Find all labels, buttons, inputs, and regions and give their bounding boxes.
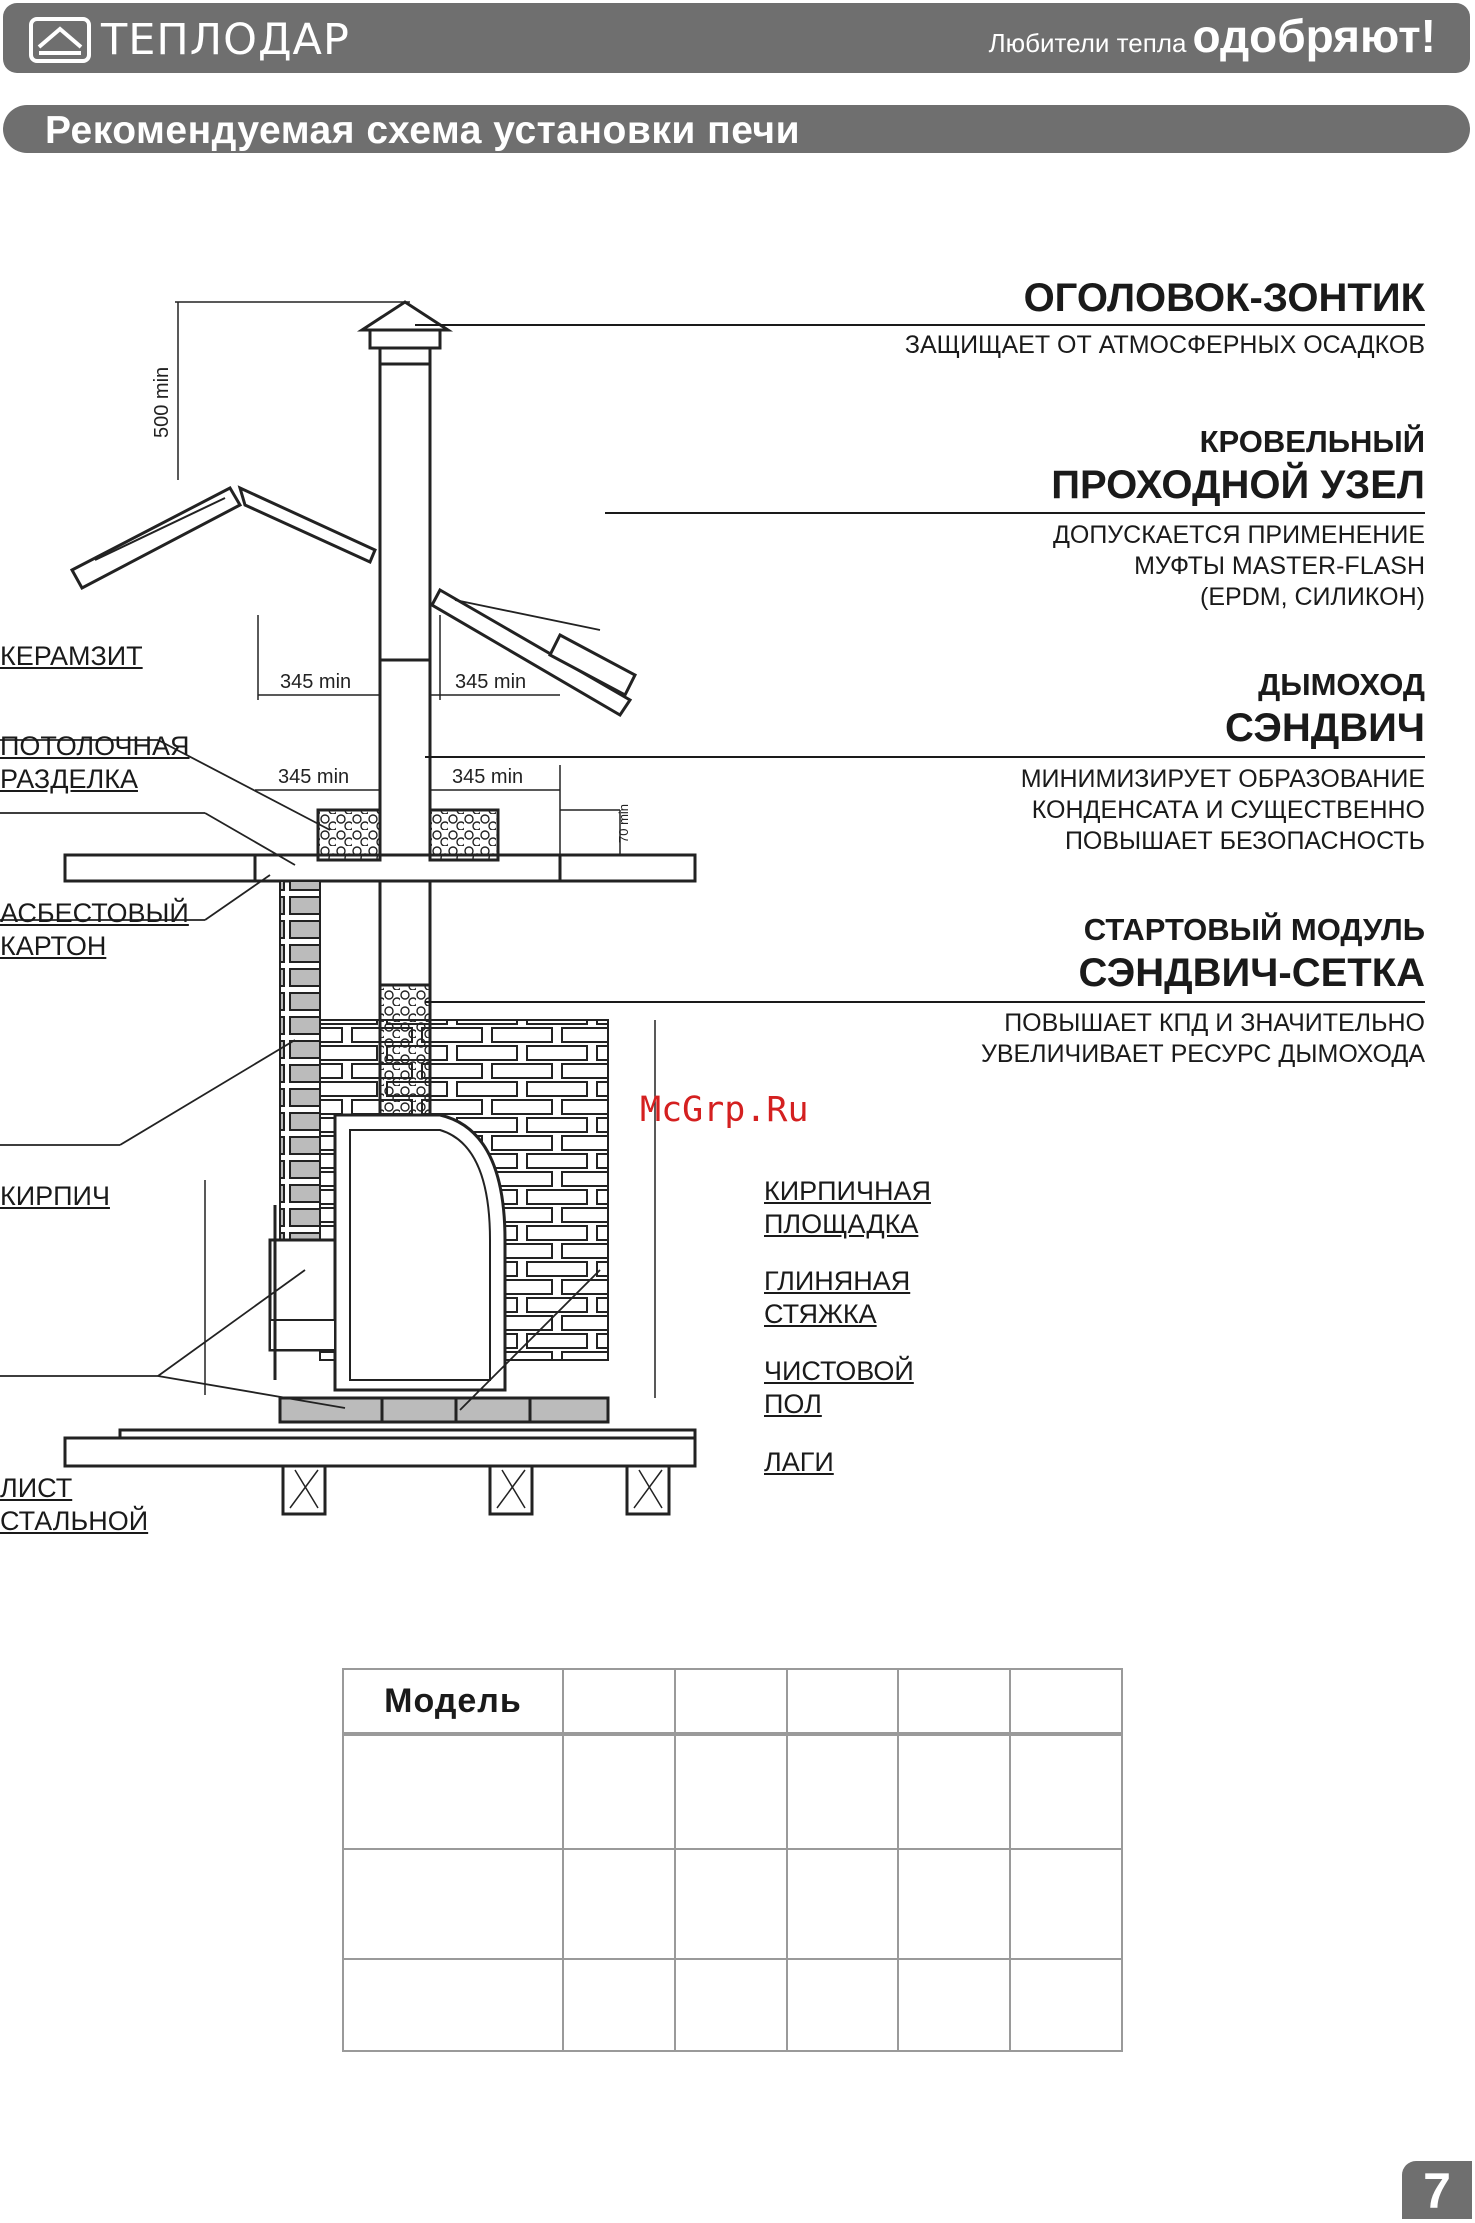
component-chimney-subtitle: ДЫМОХОД (1258, 667, 1425, 702)
label-brick-platform-1: КИРПИЧНАЯ (764, 1176, 931, 1206)
table-cell (562, 1848, 676, 1960)
table-cell (1009, 1848, 1123, 1960)
table-cell (342, 1848, 564, 1960)
logo-text: ТЕПЛОДАР (101, 15, 350, 65)
ceiling (63, 808, 697, 883)
component-roof-title: ПРОХОДНОЙ УЗЕЛ (1051, 463, 1425, 507)
component-cap-rule (415, 324, 1425, 326)
table-cell (673, 1958, 788, 2052)
component-cap-title: ОГОЛОВОК-ЗОНТИК (1023, 276, 1425, 320)
label-finish-floor-1: ЧИСТОВОЙ (764, 1356, 914, 1386)
table-cell (673, 1733, 788, 1850)
svg-text:345 min: 345 min (278, 766, 349, 788)
component-roof-rule (605, 512, 1425, 514)
table-row (342, 1848, 1123, 1960)
component-start-title: СЭНДВИЧ-СЕТКА (1078, 951, 1425, 995)
dimension-text: 500 min 345 min 345 min 345 min 345 min … (151, 367, 631, 843)
label-brick-platform-2: ПЛОЩАДКА (764, 1209, 919, 1239)
table-cell (562, 1668, 676, 1736)
table-cell (785, 1848, 900, 1960)
component-roof-desc-3: (EPDM, СИЛИКОН) (1200, 583, 1425, 611)
table-cell (897, 1668, 1012, 1736)
svg-text:345 min: 345 min (455, 671, 526, 693)
label-steel-sheet-1: ЛИСТ (0, 1473, 73, 1503)
brick-column (279, 880, 321, 1282)
model-table: Модель (342, 1668, 1123, 2052)
label-finish-floor-2: ПОЛ (764, 1389, 822, 1419)
label-asbestos-1: АСБЕСТОВЫЙ (0, 898, 189, 928)
label-ceiling-cut-1: ПОТОЛОЧНАЯ (0, 731, 190, 761)
component-start-subtitle: СТАРТОВЫЙ МОДУЛЬ (1083, 912, 1425, 947)
slogan-big: одобряют! (1192, 10, 1436, 62)
leader-lines (0, 599, 601, 1411)
component-start-desc-1: ПОВЫШАЕТ КПД И ЗНАЧИТЕЛЬНО (1004, 1009, 1425, 1037)
table-cell (1009, 1958, 1123, 2052)
component-start-rule (425, 1001, 1425, 1003)
label-joists: ЛАГИ (764, 1447, 834, 1477)
svg-text:500 min: 500 min (151, 367, 173, 438)
svg-text:345 min: 345 min (452, 766, 523, 788)
component-chimney-desc-2: КОНДЕНСАТА И СУЩЕСТВЕННО (1031, 796, 1425, 824)
label-clay-screed-2: СТЯЖКА (764, 1299, 877, 1329)
component-chimney-desc-3: ПОВЫШАЕТ БЕЗОПАСНОСТЬ (1064, 827, 1425, 855)
table-row (342, 1958, 1123, 2052)
table-cell (673, 1848, 788, 1960)
component-roof-subtitle: КРОВЕЛЬНЫЙ (1199, 424, 1425, 459)
label-brick: КИРПИЧ (0, 1181, 110, 1211)
table-cell (342, 1733, 564, 1850)
svg-text:70 min: 70 min (616, 804, 631, 843)
svg-text:345 min: 345 min (280, 671, 351, 693)
model-header-cell: Модель (342, 1668, 564, 1736)
section-title-bar: Рекомендуемая схема установки печи (3, 105, 1470, 153)
component-chimney-rule (425, 756, 1425, 758)
component-chimney-title: СЭНДВИЧ (1225, 706, 1425, 750)
stove-installation-diagram: 500 min 345 min 345 min 345 min 345 min … (0, 300, 697, 1516)
slogan: Любители тепла одобряют! (989, 9, 1436, 63)
logo-house-icon (29, 17, 91, 63)
joists (281, 1464, 671, 1516)
table-cell (562, 1958, 676, 2052)
table-cell (897, 1848, 1012, 1960)
watermark: McGrp.Ru (640, 1090, 809, 1130)
header-bar: ТЕПЛОДАР Любители тепла одобряют! (3, 3, 1470, 73)
label-keramzit: КЕРАМЗИТ (0, 641, 143, 671)
table-cell (785, 1668, 900, 1736)
component-roof-desc-1: ДОПУСКАЕТСЯ ПРИМЕНЕНИЕ (1052, 521, 1425, 549)
label-asbestos-2: КАРТОН (0, 931, 107, 961)
table-cell (342, 1958, 564, 2052)
component-cap-desc-1: ЗАЩИЩАЕТ ОТ АТМОСФЕРНЫХ ОСАДКОВ (904, 331, 1425, 359)
table-cell (785, 1733, 900, 1850)
table-row: Модель (342, 1668, 1123, 1736)
label-steel-sheet-2: СТАЛЬНОЙ (0, 1506, 149, 1536)
table-cell (1009, 1733, 1123, 1850)
floor (63, 1396, 697, 1468)
label-ceiling-cut-2: РАЗДЕЛКА (0, 764, 138, 794)
stove (268, 1113, 507, 1392)
label-clay-screed-1: ГЛИНЯНАЯ (764, 1266, 911, 1296)
table-cell (897, 1733, 1012, 1850)
section-title: Рекомендуемая схема установки печи (45, 109, 801, 152)
table-cell (673, 1668, 788, 1736)
roof (69, 485, 637, 718)
component-chimney-desc-1: МИНИМИЗИРУЕТ ОБРАЗОВАНИЕ (1020, 765, 1425, 793)
table-cell (1009, 1668, 1123, 1736)
table-cell (562, 1733, 676, 1850)
page-number: 7 (1402, 2161, 1472, 2219)
table-cell (785, 1958, 900, 2052)
table-row (342, 1733, 1123, 1850)
logo: ТЕПЛОДАР (29, 15, 350, 65)
chimney-cap (356, 300, 454, 366)
table-cell (897, 1958, 1012, 2052)
component-roof-desc-2: МУФТЫ MASTER-FLASH (1134, 552, 1425, 580)
slogan-small: Любители тепла (988, 28, 1187, 58)
component-start-desc-2: УВЕЛИЧИВАЕТ РЕСУРС ДЫМОХОДА (980, 1040, 1425, 1068)
